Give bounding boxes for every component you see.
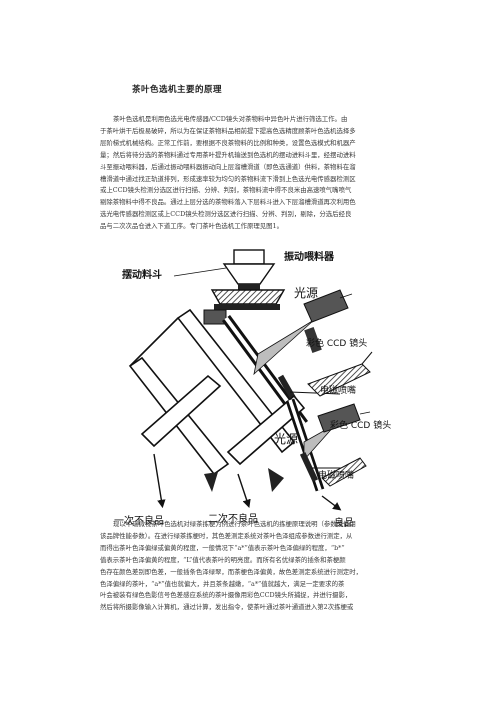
label-first-reject: 一次不良品 <box>114 516 164 527</box>
label-light-source-top: 光源 <box>294 286 319 300</box>
label-nozzle-bottom: 电磁喷嘴 <box>318 471 355 481</box>
reject2-arrow <box>237 473 251 508</box>
upper-light-beam <box>253 319 315 376</box>
paragraph-intro: 茶叶色选机是利用色选光电传感器/CCD镜头对茶物料中异色叶片进行筛选工作。由 于… <box>100 114 398 233</box>
text-line: 而得出茶叶色泽偏绿或偏黄的程度，一般情况下“a*”值表示茶叶色泽偏绿的程度，“b… <box>100 543 345 552</box>
label-good-product: 良品 <box>334 518 354 529</box>
text-line: 槽滑道中通过找正轨道排列，形成速率较为均匀的茶物料流下滑到上色选光电传感器检测区 <box>100 174 356 183</box>
good-arrow <box>321 495 342 511</box>
label-light-source-bottom: 光源 <box>274 432 299 446</box>
lower-deflector <box>321 457 367 487</box>
vibrating-feeder-shape <box>203 289 286 325</box>
paragraph-example: 现以中瑞微视茶叶色选机对绿茶拣梗为例进行茶叶色选机的拣梗原理说明（参数值借用 该… <box>100 519 398 614</box>
label-ccd-lens-top: 彩色 CCD 镜头 <box>306 339 368 349</box>
text-line: 于茶叶烘干后极易破碎，所以为在保证茶物料品相前提下提高色选精度顾茶叶色选机选择多 <box>100 126 356 135</box>
label-nozzle-top: 电磁喷嘴 <box>320 386 357 396</box>
swing-hopper-shape <box>222 249 276 292</box>
upper-deflector <box>307 363 371 397</box>
text-line: 量；然后将待分选的茶物料通过专用茶叶提升机输送到色选机的摆动进料斗里，经摆动进料 <box>100 150 356 159</box>
document-title: 茶叶色选机主要的原理 <box>132 85 223 95</box>
outlet-piece <box>204 472 218 492</box>
text-line: 层阶梯式机械结构。正常工作前，要根据不良茶物料的比例和种类，设置色选模式和机器产 <box>100 138 356 147</box>
text-line: 叶会被装有绿色色影信号色差感应系统的茶叶摄像用彩色CCD镜头所捕捉，并进行摄影， <box>100 591 352 600</box>
label-ccd-lens-bottom: 彩色 CCD 镜头 <box>330 421 392 431</box>
text-line: 该品牌性能参数）。在进行绿茶拣梗时，其色差测定系统对茶叶色泽组成参数进行测定，从 <box>100 531 353 540</box>
lower-hopper-body <box>128 308 306 476</box>
text-line: 斗至振动喂料器，后通过振动喂料器振动向上层溜槽滑道（即色选通道）供料，茶物料在溜 <box>100 162 356 171</box>
text-line: 色泽偏绿的茶叶，“a*”值也就偏大，并且茶条越嫩，“a*”值就越大，满足一定要求… <box>100 579 345 588</box>
text-line: 茶叶色选机是利用色选光电传感器/CCD镜头对茶物料中异色叶片进行筛选工作。由 <box>113 115 348 123</box>
sorter-principle-figure: 摆动料斗 振动喂料器 光源 彩色 CCD 镜头 电磁喷嘴 光源 彩色 CCD 镜… <box>108 246 398 529</box>
text-line: 或上CCD镜头检测分选区进行扫描、分辨、判别，茶物料流中得不良米由高速喷气嘴喷气 <box>100 186 352 195</box>
upper-ccd-lens <box>303 289 349 353</box>
text-line: 现以中瑞微视茶叶色选机对绿茶拣梗为例进行茶叶色选机的拣梗原理说明（参数值借用 <box>113 520 356 528</box>
lower-light-beam <box>303 423 337 462</box>
label-swing-hopper: 摆动料斗 <box>122 270 162 281</box>
text-line: 剔除茶物料中得不良品。通过上层分选的茶物料落入下层料斗进入下层溜槽滑道再次利用色 <box>100 198 356 207</box>
label-vibrating-feeder: 振动喂料器 <box>284 252 334 263</box>
text-line: 品与二次次品仓进入下道工序。专门茶叶色选机工作原理见图1。 <box>100 222 284 231</box>
sorter-diagram <box>128 249 373 511</box>
label-second-reject: 二次不良品 <box>208 514 258 525</box>
reject1-arrow <box>153 453 166 509</box>
text-line: 选光电传感器检测区或上CCD镜头检测分选区进行扫描、分辨、判别，剔除，分选后经良 <box>100 210 352 219</box>
text-line: 色存在颜色差别即色差，一般插条色泽绿翠，而茶梗色泽偏黄，故色差测定系统进行测定时… <box>100 567 363 576</box>
outlet-piece <box>268 468 284 492</box>
lower-ccd-lens <box>317 403 361 433</box>
text-line: 然后将所摄影像输入计算机，通过计算，发出指令，使茶叶通过茶叶通道进入第2次拣梗或 <box>100 603 354 612</box>
text-line: 值表示茶叶色泽偏黄的程度，“L”值代表茶叶的明亮度。而所有名优绿茶的插条和茶梗颜 <box>100 555 346 564</box>
